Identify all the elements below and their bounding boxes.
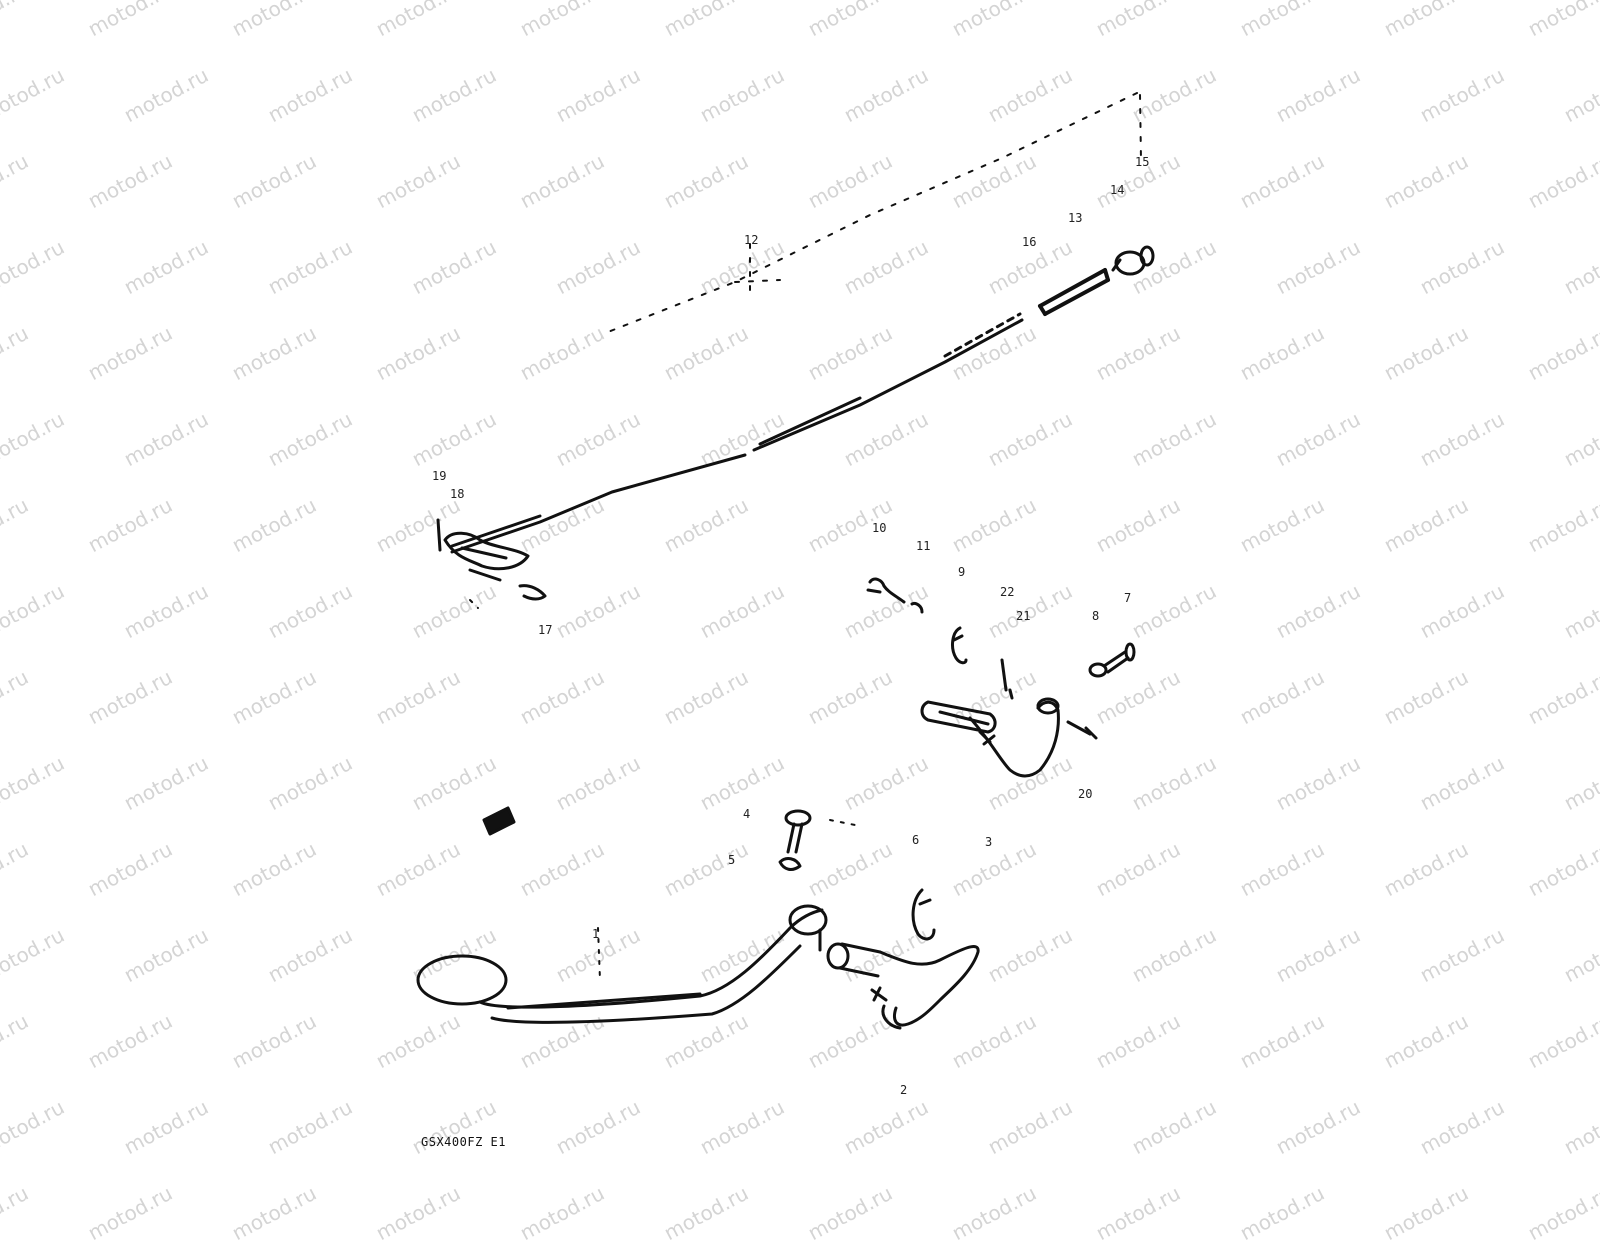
callout-13: 13	[1068, 211, 1083, 225]
callout-20: 20	[1078, 787, 1093, 801]
callout-14: 14	[1110, 183, 1125, 197]
callout-9: 9	[958, 565, 966, 579]
brake-pedal	[416, 904, 828, 1024]
callout-16: 16	[1022, 235, 1037, 249]
bolt-4-5	[778, 809, 812, 871]
left-rod-end	[436, 518, 547, 601]
callout-15: 15	[1135, 155, 1150, 169]
shift-rod	[450, 312, 1024, 554]
callout-18: 18	[450, 487, 465, 501]
callout-2: 2	[900, 1083, 908, 1097]
leader-lines-top	[607, 92, 1142, 333]
callout-10: 10	[872, 521, 887, 535]
clip-6	[911, 888, 936, 941]
leader-lines-lower	[469, 599, 861, 981]
callout-3: 3	[985, 835, 993, 849]
pin-21-22	[1000, 658, 1014, 700]
callout-1: 1	[592, 927, 600, 941]
shift-lever	[920, 697, 1098, 778]
callout-7: 7	[1124, 591, 1132, 605]
bolt-10-11	[866, 577, 924, 614]
clip-9	[951, 626, 968, 665]
callout-11: 11	[916, 539, 931, 553]
exploded-parts-diagram	[416, 92, 1155, 1030]
callout-8: 8	[1092, 609, 1100, 623]
callout-5: 5	[728, 853, 736, 867]
small-plate	[482, 806, 516, 836]
rod-end-joint	[1111, 245, 1155, 276]
callout-4: 4	[743, 807, 751, 821]
bolt-7-8	[1088, 642, 1136, 678]
callout-6: 6	[912, 833, 920, 847]
pedal-pivot	[826, 942, 980, 1030]
callout-22: 22	[1000, 585, 1015, 599]
callout-19: 19	[432, 469, 447, 483]
callout-21: 21	[1016, 609, 1031, 623]
callout-17: 17	[538, 623, 553, 637]
diagram-code: GSX400FZ E1	[421, 1135, 506, 1149]
callout-12: 12	[744, 233, 759, 247]
rod-sleeve	[1038, 268, 1110, 316]
